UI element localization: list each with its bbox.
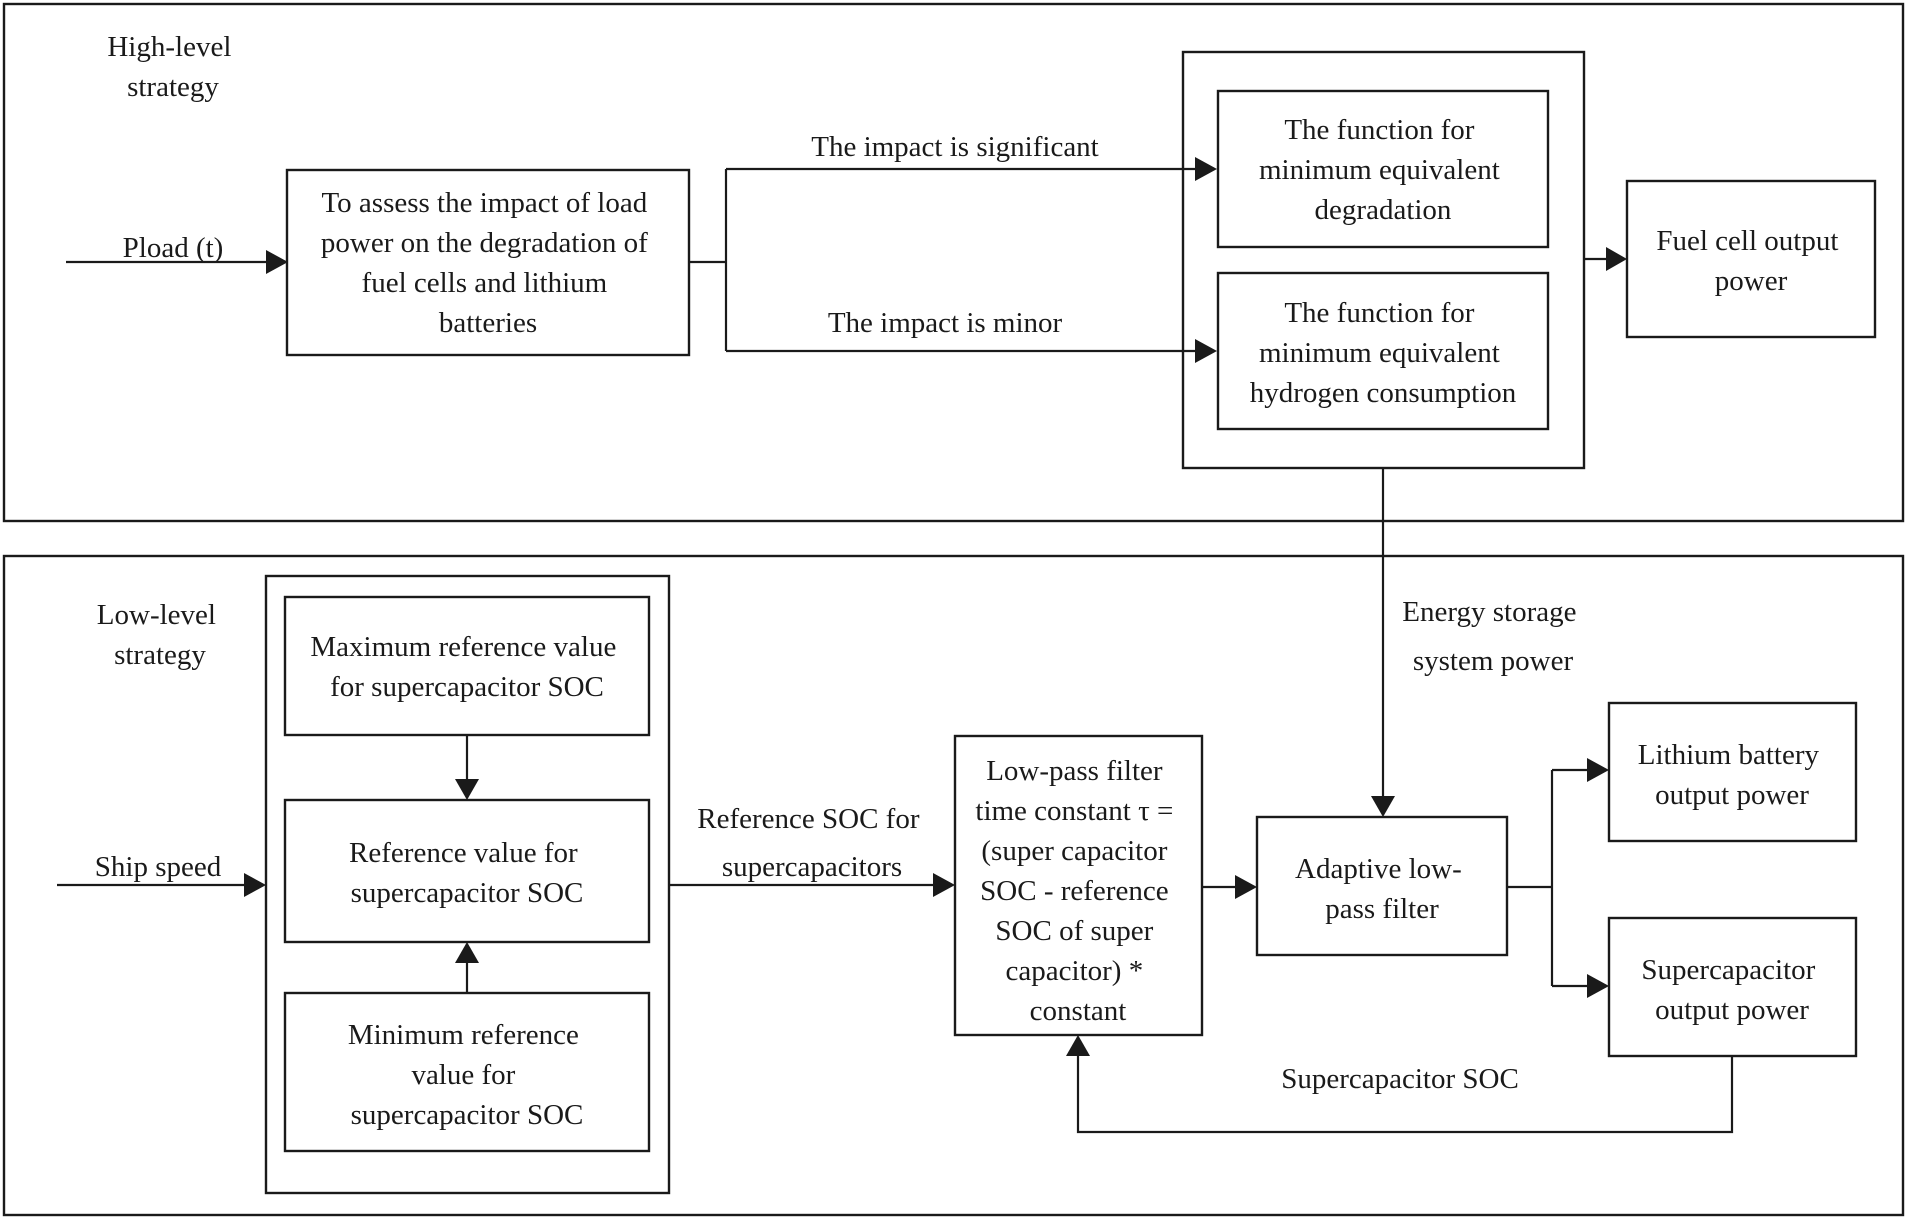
supercap-soc-feedback-label: Supercapacitor SOC — [1281, 1063, 1519, 1095]
minor-label: The impact is minor — [828, 307, 1063, 339]
pload-label: Pload (t) — [123, 232, 224, 264]
low-level-panel — [2, 554, 1905, 1217]
supercap-soc-feedback-arrowhead — [1066, 1035, 1090, 1056]
minor-arrowhead — [1195, 339, 1217, 363]
min-reference-text: Minimum reference value for supercapacit… — [348, 1019, 586, 1131]
time-constant-box — [953, 734, 1204, 1037]
adaptive-filter-box — [1255, 815, 1509, 957]
low-level-title: Low-level strategy — [97, 599, 223, 671]
hydrogen-function-text: The function for minimum equivalent hydr… — [1250, 297, 1517, 409]
degradation-function-box — [1216, 89, 1550, 249]
lithium-output-text: Lithium battery output power — [1638, 739, 1826, 811]
supercap-output-text: Supercapacitor output power — [1641, 954, 1822, 1026]
fuel-cell-output-text: Fuel cell output power — [1656, 225, 1845, 297]
supercap-soc-feedback-line — [1076, 1055, 1734, 1134]
supercap-output-box — [1607, 916, 1858, 1058]
lithium-arrowhead — [1587, 758, 1609, 782]
reference-soc-arrowhead — [933, 873, 955, 897]
min-reference-box — [283, 991, 651, 1153]
hydrogen-function-box — [1216, 271, 1550, 431]
min-to-ref-arrowhead — [455, 942, 479, 963]
time-constant-text: Low-pass filter time constant τ = (super… — [975, 755, 1180, 1027]
max-reference-text: Maximum reference value for supercapacit… — [310, 631, 623, 703]
fuel-cell-output-box — [1625, 179, 1877, 339]
lithium-output-box — [1607, 701, 1858, 843]
high-level-title: High-level strategy — [107, 31, 238, 103]
high-level-panel — [2, 2, 1905, 523]
ship-speed-label: Ship speed — [95, 851, 222, 883]
energy-storage-label: Energy storage system power — [1402, 596, 1583, 677]
max-to-ref-arrowhead — [455, 779, 479, 800]
max-reference-box — [283, 595, 651, 737]
assess-impact-box — [285, 168, 691, 357]
adaptive-filter-text: Adaptive low- pass filter — [1295, 853, 1469, 925]
degradation-function-text: The function for minimum equivalent degr… — [1259, 114, 1507, 226]
fuel-cell-arrowhead — [1606, 247, 1627, 271]
significant-arrowhead — [1195, 157, 1217, 181]
reference-value-text: Reference value for supercapacitor SOC — [349, 837, 585, 909]
significant-label: The impact is significant — [811, 131, 1099, 163]
pload-arrowhead — [266, 250, 288, 274]
reference-value-box — [283, 798, 651, 944]
assess-impact-text: To assess the impact of load power on th… — [321, 187, 655, 339]
supercap-arrowhead — [1587, 974, 1609, 998]
energy-storage-arrowhead — [1371, 796, 1395, 817]
time-constant-out-arrowhead — [1235, 875, 1257, 899]
reference-soc-label: Reference SOC for supercapacitors — [697, 803, 927, 883]
ship-speed-arrowhead — [244, 873, 266, 897]
